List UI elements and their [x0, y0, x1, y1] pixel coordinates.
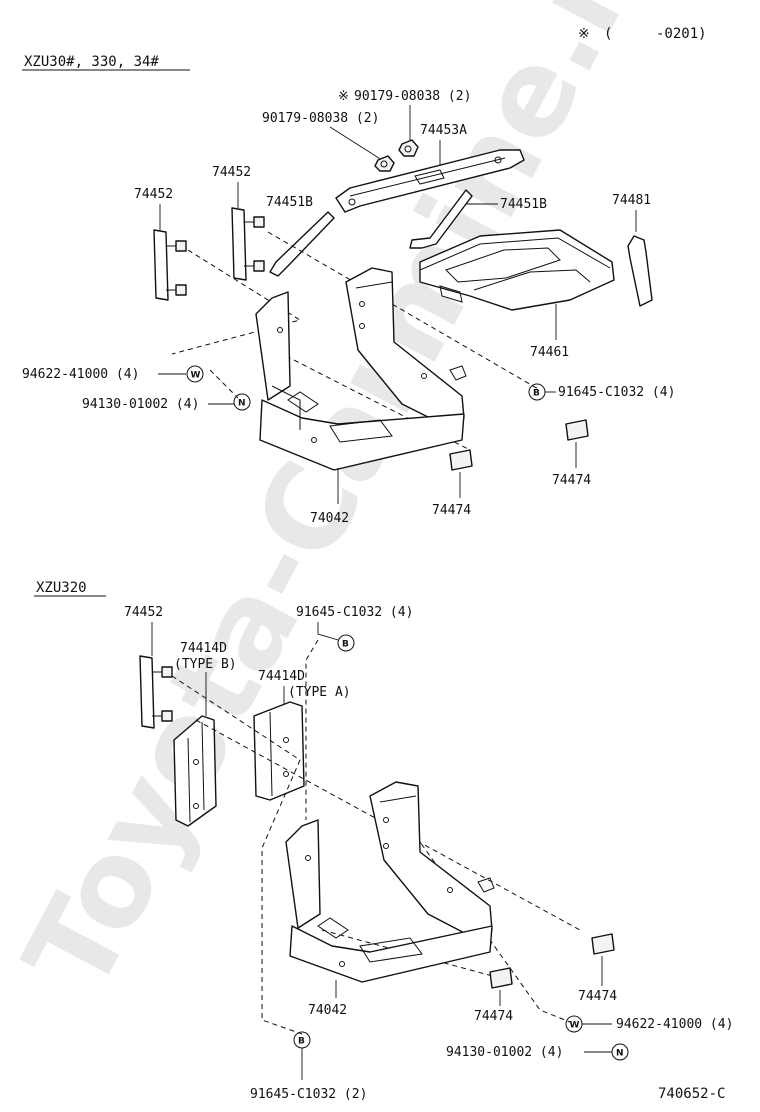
label-pad-right-top: 74474 [552, 473, 591, 488]
svg-text:N: N [616, 1049, 624, 1059]
pad-right-bottom [591, 933, 615, 955]
bolt-b-icon: B [337, 634, 355, 652]
label-bolt-bottom: 91645-C1032 (2) [250, 1087, 367, 1102]
assembly-line-bottom-5 [389, 799, 571, 1023]
bolt-b-icon: B [293, 1031, 311, 1049]
label-bracket-left: 74452 [134, 187, 173, 202]
carrier-support-type-a [253, 701, 305, 801]
label-pad-center-top: 74474 [432, 503, 471, 518]
label-bracket-bottom: 74452 [124, 605, 163, 620]
label-carrier-bottom: 74042 [308, 1003, 347, 1018]
header-note-range-left: ( [604, 26, 612, 42]
label-cover: 74461 [530, 345, 569, 360]
label-washer-bottom: 94622-41000 (4) [616, 1017, 733, 1032]
flange-nut-icon [374, 155, 395, 172]
hold-down-bracket-bottom [139, 655, 173, 729]
label-nut-bottom: 94130-01002 (4) [446, 1045, 563, 1060]
label-pad-center-bottom: 74474 [474, 1009, 513, 1024]
label-bolt-note: 90179-08038 (2) [354, 89, 471, 104]
assembly-line-bottom-1 [171, 675, 303, 1035]
carrier-support-type-b [173, 715, 217, 827]
label-washer-top: 94622-41000 (4) [22, 367, 139, 382]
label-nut-top: 94130-01002 (4) [82, 397, 199, 412]
pad-center-bottom [489, 967, 513, 989]
hold-down-bracket-left [153, 229, 187, 301]
label-support-b: 74414D [180, 641, 227, 656]
leader-bolt [329, 126, 383, 161]
battery-clamp-74453a [335, 149, 525, 213]
svg-text:B: B [533, 389, 540, 399]
svg-text:W: W [570, 1021, 580, 1031]
svg-text:B: B [298, 1037, 305, 1047]
label-support-a: 74414D [258, 669, 305, 684]
label-bolt-note-mark: ※ [338, 89, 349, 104]
label-clamp-a: 74453A [420, 123, 467, 138]
bolt-b-icon: B [528, 383, 546, 401]
cover-cap-74481 [627, 235, 653, 307]
svg-text:W: W [191, 371, 201, 381]
label-cover-cap: 74481 [612, 193, 651, 208]
label-bolt: 90179-08038 (2) [262, 111, 379, 126]
leader-bolt-top-bottom [317, 622, 339, 641]
assembly-line-bottom-3 [305, 639, 319, 820]
figure-code: 740652-C [658, 1086, 725, 1102]
label-rod-left: 74451B [266, 195, 313, 210]
assembly-line-top-1 [171, 249, 302, 355]
pad-right-top [565, 419, 589, 441]
model-label-top: XZU30#, 330, 34# [24, 54, 159, 70]
hold-down-bracket-mid [231, 207, 265, 281]
assembly-line-top-4 [209, 369, 239, 399]
washer-w-icon: W [186, 365, 204, 383]
hold-down-rod-right [409, 189, 473, 249]
header-note-mark: ※ [578, 26, 590, 42]
label-rod-right: 74451B [500, 197, 547, 212]
label-bolt-top-bottom: 91645-C1032 (4) [296, 605, 413, 620]
model-label-bottom: XZU320 [36, 580, 87, 596]
watermark: Toyota-Carmine.ru [0, 0, 696, 1013]
flange-nut-icon [398, 139, 419, 157]
header-note-range-right: -0201) [656, 26, 707, 42]
svg-text:N: N [238, 399, 246, 409]
battery-carrier-74042-top [255, 267, 467, 471]
battery-carrier-74042-bottom [285, 781, 495, 983]
pad-center-top [449, 449, 473, 471]
battery-cover-74461 [419, 229, 615, 311]
label-support-b-type: (TYPE B) [174, 657, 237, 672]
label-bolt-b-top: 91645-C1032 (4) [558, 385, 675, 400]
hold-down-rod-left [269, 211, 335, 277]
label-support-a-type: (TYPE A) [288, 685, 351, 700]
svg-text:B: B [342, 640, 349, 650]
label-carrier-top: 74042 [310, 511, 349, 526]
nut-n-icon: N [611, 1043, 629, 1061]
assembly-line-top-2 [267, 231, 541, 391]
washer-w-icon: W [565, 1015, 583, 1033]
label-bracket-mid: 74452 [212, 165, 251, 180]
nut-n-icon: N [233, 393, 251, 411]
label-pad-right-bottom: 74474 [578, 989, 617, 1004]
